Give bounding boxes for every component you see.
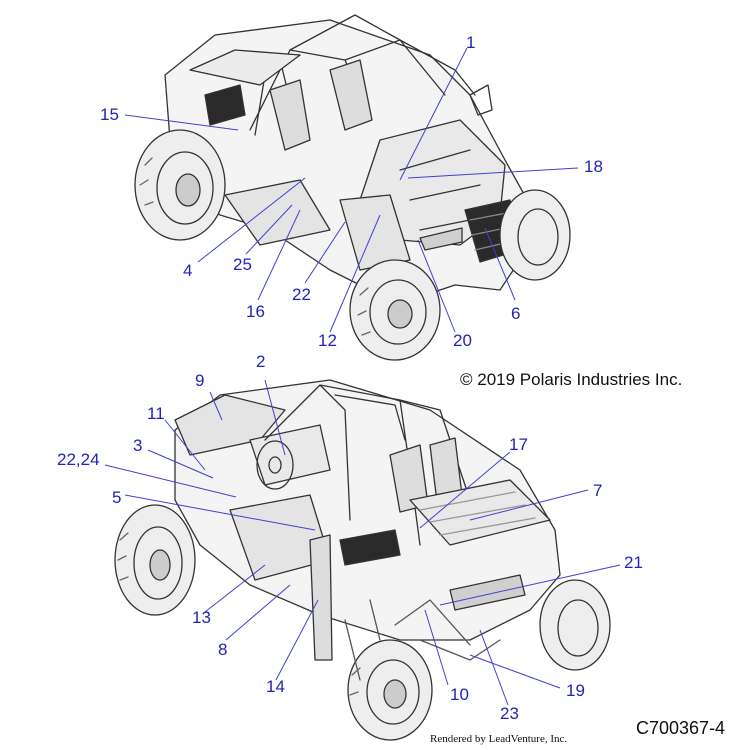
top-front-left-wheel [349, 259, 441, 361]
callout-11: 11 [147, 404, 165, 423]
callout-4: 4 [183, 261, 193, 280]
top-vehicle-drawing [134, 14, 571, 361]
callout-22: 22 [292, 285, 311, 304]
drawing-code: C700367-4 [636, 718, 726, 738]
callout-17: 17 [509, 435, 528, 454]
top-front-right-wheel [499, 189, 571, 281]
callout-25: 25 [233, 255, 252, 274]
callout-19: 19 [566, 681, 585, 700]
callout-16: 16 [246, 302, 265, 321]
bottom-front-wheel [114, 504, 196, 616]
callout-23: 23 [500, 704, 519, 723]
leader-lines [104, 47, 621, 706]
callout-3: 3 [133, 436, 143, 455]
callout-6: 6 [511, 304, 521, 323]
callout-13: 13 [192, 608, 211, 627]
bottom-vehicle-drawing [114, 379, 611, 741]
callout-15: 15 [100, 105, 119, 124]
callout-1: 1 [466, 33, 476, 52]
callout-8: 8 [218, 640, 228, 659]
callout-12: 12 [318, 331, 337, 350]
callout-2: 2 [256, 352, 266, 371]
rendered-by-credit: Rendered by LeadVenture, Inc. [430, 733, 568, 745]
callout-10: 10 [450, 685, 469, 704]
callout-18: 18 [584, 157, 603, 176]
callout-9: 9 [195, 371, 205, 390]
callout-14: 14 [266, 677, 285, 696]
bottom-rear-right-wheel [539, 579, 611, 671]
callout-20: 20 [453, 331, 472, 350]
callout-22-24: 22,24 [57, 450, 100, 469]
callout-21: 21 [624, 553, 643, 572]
callout-7: 7 [593, 481, 603, 500]
bottom-rear-left-wheel [347, 639, 433, 741]
callout-5: 5 [112, 488, 122, 507]
top-rear-wheel [134, 129, 226, 241]
copyright-notice: © 2019 Polaris Industries Inc. [460, 370, 683, 389]
